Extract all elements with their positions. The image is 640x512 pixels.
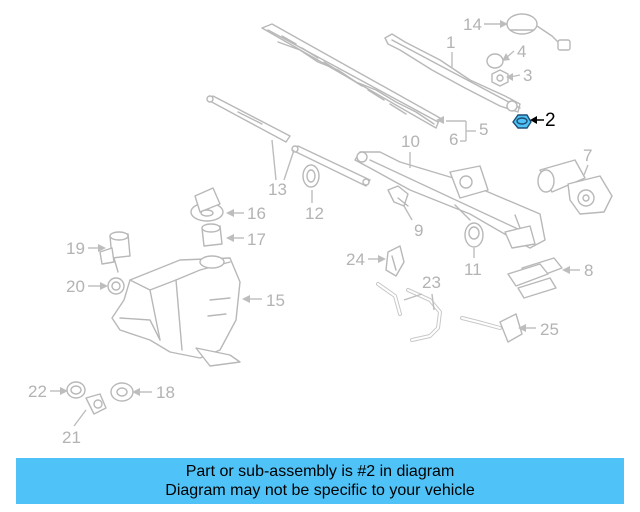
part-8-connector	[507, 257, 563, 299]
banner-line-disclaimer: Diagram may not be specific to your vehi…	[165, 482, 475, 499]
part-23-washer-hose	[376, 282, 442, 342]
part-10-wiper-linkage	[354, 151, 546, 249]
svg-text:9: 9	[414, 221, 423, 240]
part-16-reservoir-cap	[190, 187, 224, 222]
part-15-washer-reservoir	[111, 255, 241, 367]
part-9-bracket	[387, 185, 409, 207]
callout-8: 8	[562, 261, 593, 280]
svg-text:16: 16	[247, 204, 266, 223]
callout-11: 11	[464, 248, 482, 279]
svg-text:14: 14	[463, 15, 482, 34]
callout-7: 7	[583, 146, 592, 176]
callout-25: 25	[518, 320, 559, 339]
callout-3: 3	[506, 66, 532, 85]
callout-13: 13	[268, 139, 295, 199]
part-7-wiper-motor	[537, 159, 613, 215]
wiper-arm	[384, 33, 521, 113]
callout-9: 9	[403, 205, 423, 240]
callout-14: 14	[463, 15, 508, 34]
part-2-highlighted-nut	[512, 114, 532, 129]
part-4-cap	[486, 53, 504, 69]
svg-text:3: 3	[523, 66, 532, 85]
part-14-cap	[506, 13, 571, 51]
svg-text:23: 23	[422, 273, 441, 292]
callout-10: 10	[401, 132, 420, 168]
part-19-washer-pump	[99, 231, 131, 273]
wiper-blade	[261, 23, 441, 129]
svg-text:5: 5	[479, 120, 488, 139]
callout-21: 21	[62, 409, 87, 447]
svg-text:20: 20	[66, 277, 85, 296]
svg-text:2: 2	[545, 110, 556, 131]
part-21-nozzle	[85, 393, 107, 415]
part-3-nut	[491, 69, 509, 87]
callout-2-highlighted: 2	[530, 110, 556, 131]
info-banner: Part or sub-assembly is #2 in diagram Di…	[16, 458, 624, 504]
part-17-filler-neck	[201, 223, 223, 247]
svg-text:21: 21	[62, 428, 81, 447]
part-18-grommet	[110, 382, 134, 402]
svg-text:13: 13	[268, 180, 287, 199]
svg-text:10: 10	[401, 132, 420, 151]
callout-5: 5	[465, 120, 488, 141]
callout-12: 12	[305, 190, 324, 223]
callout-4: 4	[502, 42, 526, 61]
svg-text:24: 24	[346, 250, 365, 269]
callout-23: 23	[403, 273, 441, 311]
part-22-ring	[66, 381, 86, 399]
svg-text:15: 15	[266, 291, 285, 310]
part-13-linkage-rod-a	[206, 95, 291, 143]
callout-20: 20	[66, 277, 108, 296]
callout-17: 17	[226, 230, 266, 249]
svg-text:22: 22	[28, 382, 47, 401]
svg-text:1: 1	[446, 33, 455, 52]
part-25-hose-nozzle	[460, 313, 523, 343]
part-11-bushing	[464, 222, 484, 248]
callout-22: 22	[28, 382, 68, 401]
svg-text:11: 11	[464, 260, 482, 279]
part-24-clip	[385, 245, 405, 277]
callout-1: 1	[446, 33, 455, 68]
part-13-linkage-rod-b	[291, 145, 371, 187]
svg-text:6: 6	[449, 130, 458, 149]
callout-18: 18	[132, 383, 175, 402]
svg-text:8: 8	[584, 261, 593, 280]
banner-line-part-number: Part or sub-assembly is #2 in diagram	[185, 463, 455, 480]
svg-text:17: 17	[247, 230, 266, 249]
svg-text:12: 12	[305, 204, 324, 223]
callout-16: 16	[226, 204, 266, 223]
callout-15: 15	[242, 291, 285, 310]
svg-text:7: 7	[583, 146, 592, 165]
callout-6: 6	[436, 116, 466, 149]
svg-text:19: 19	[66, 239, 85, 258]
callout-24: 24	[346, 250, 386, 269]
svg-text:18: 18	[156, 383, 175, 402]
svg-text:25: 25	[540, 320, 559, 339]
parts-diagram: 14 1 4 3 2 5 6 10 7	[28, 13, 613, 447]
svg-text:4: 4	[517, 42, 526, 61]
callout-19: 19	[66, 239, 106, 258]
part-12-grommet	[302, 164, 320, 188]
part-20-grommet	[107, 277, 125, 295]
